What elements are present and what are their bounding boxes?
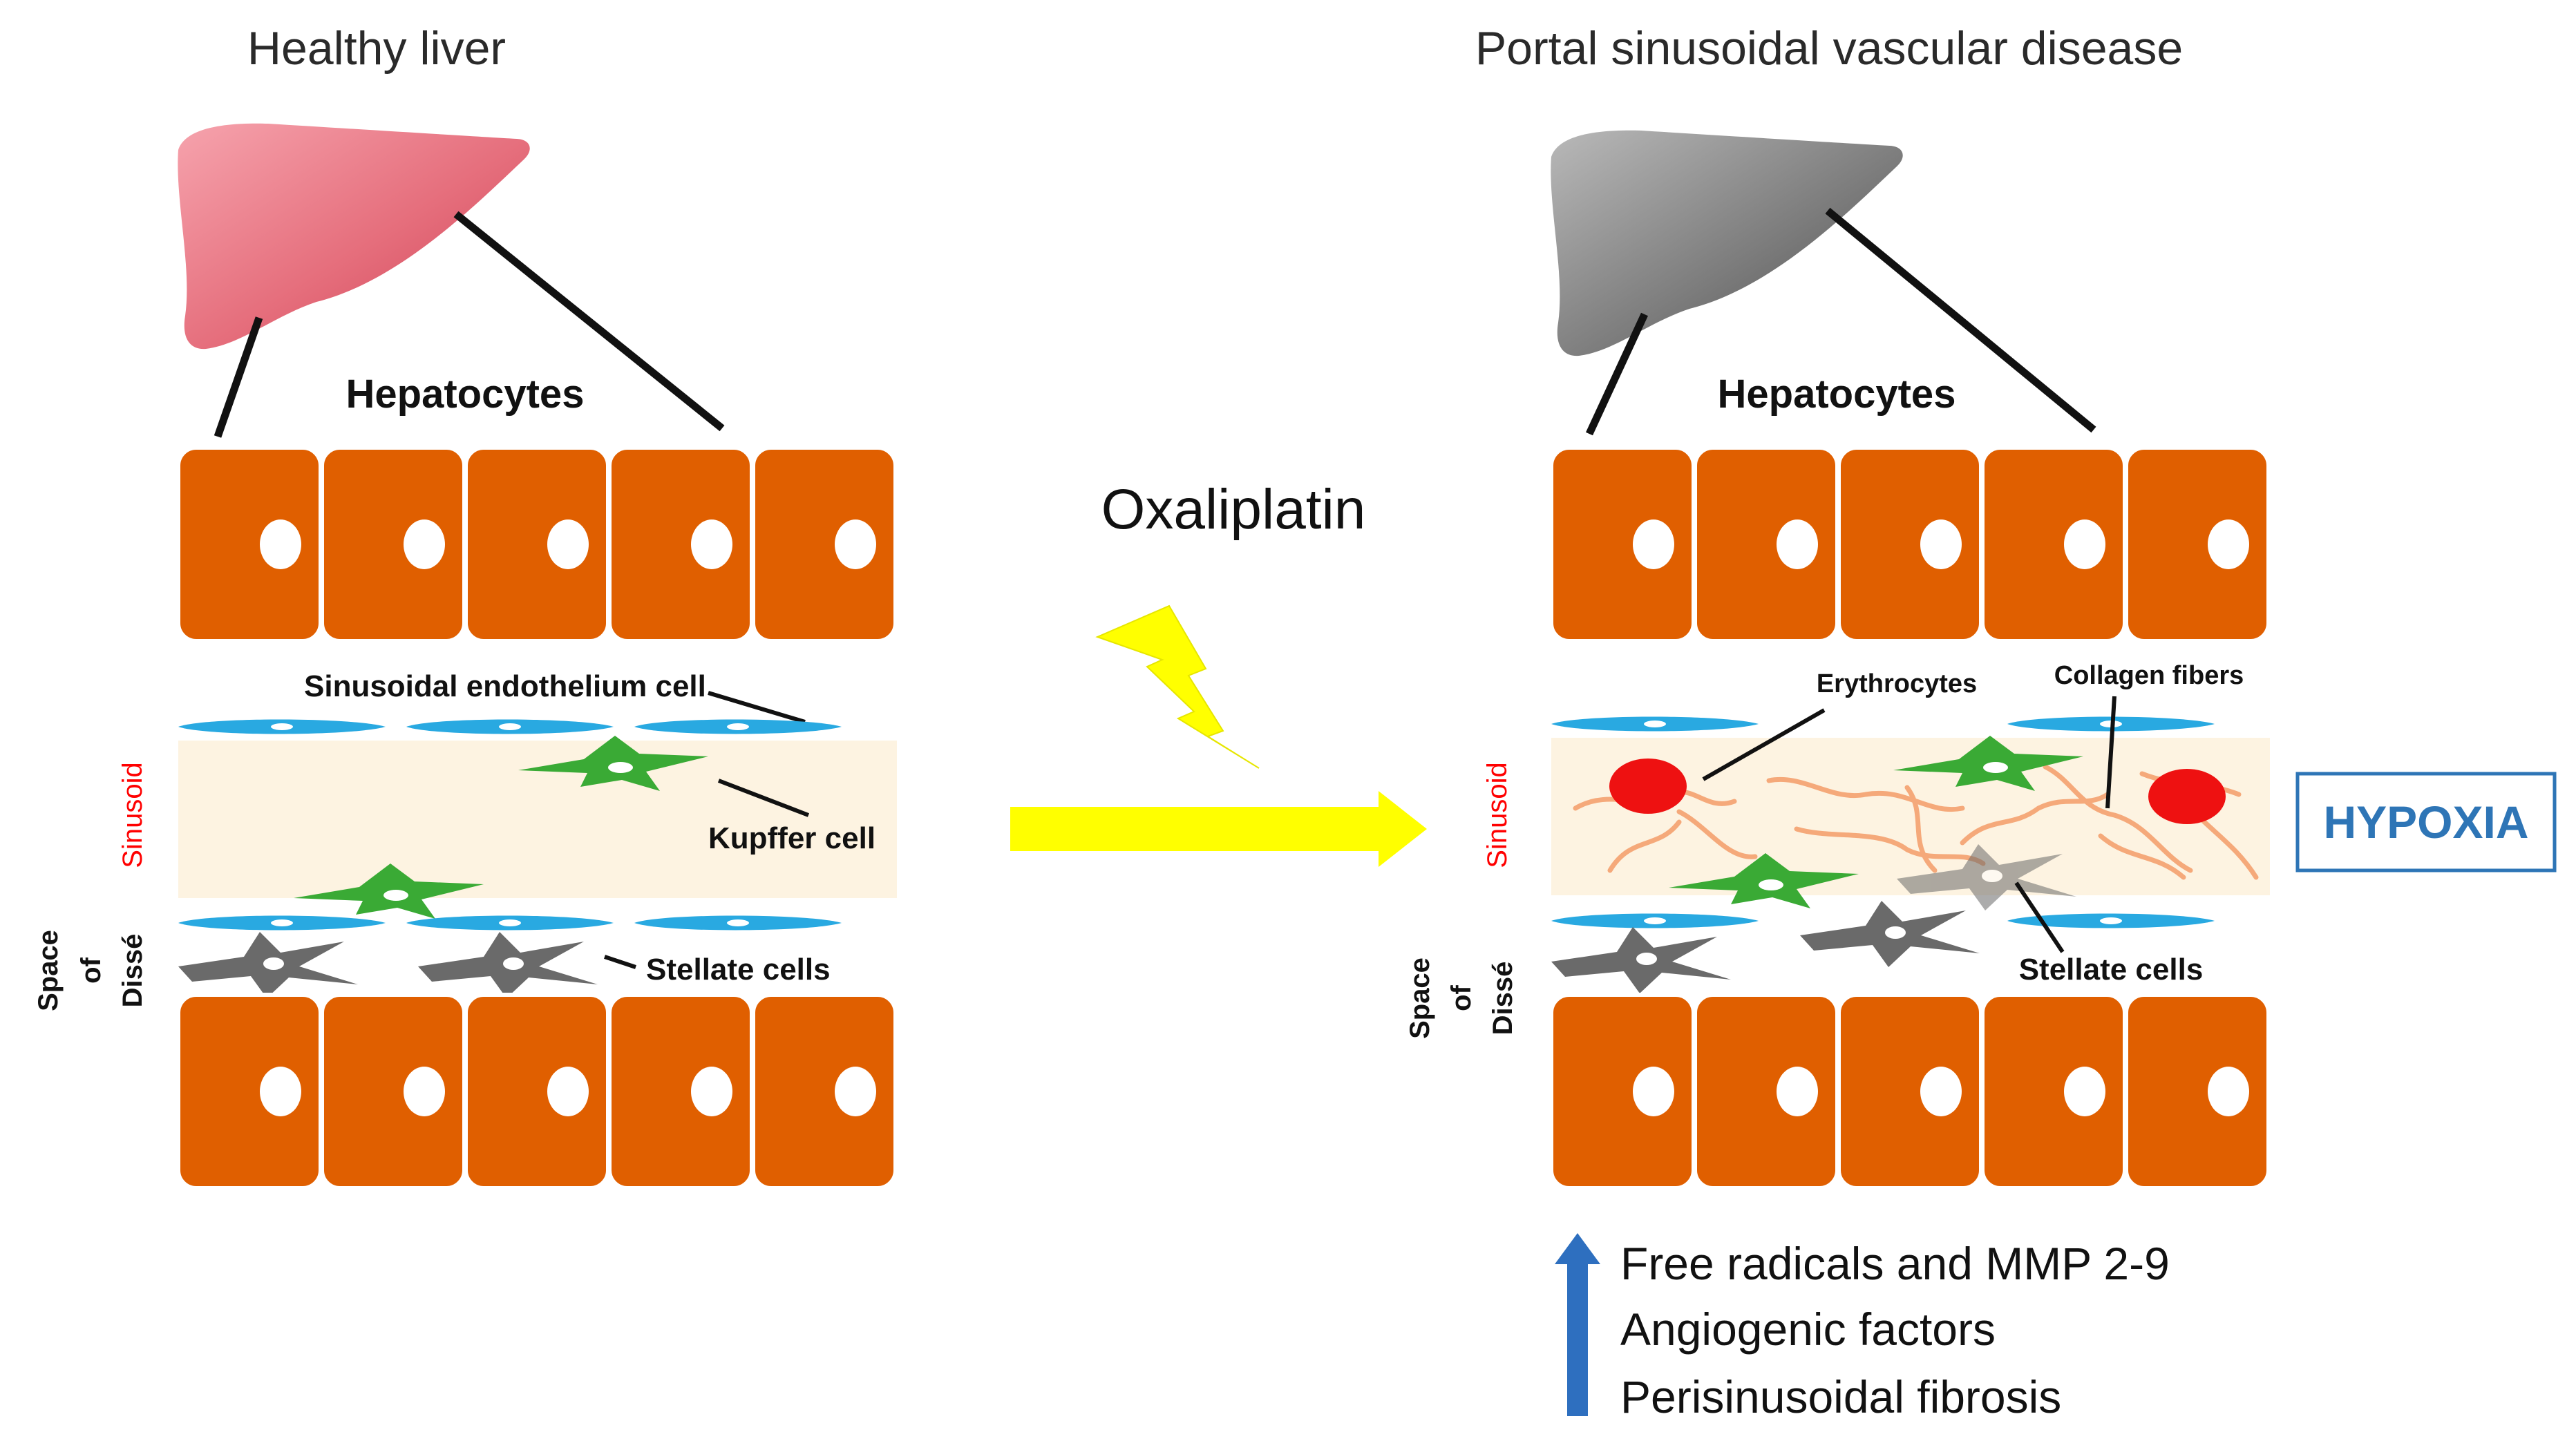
left-endothelium-bottom	[178, 915, 842, 931]
effects-list: Free radicals and MMP 2-9 Angiogenic fac…	[1620, 1238, 2170, 1422]
left-stellate-cell-icon	[178, 932, 358, 998]
left-disse-word-1: Space	[33, 930, 64, 1011]
right-stellate-label: Stellate cells	[2019, 953, 2204, 986]
left-stellate-cell-icon-2	[418, 932, 598, 998]
left-disse-word-3: Dissé	[117, 934, 148, 1008]
right-endothelium-top	[1551, 716, 2215, 732]
left-endothelium-label: Sinusoidal endothelium cell	[304, 669, 706, 703]
up-arrow-icon	[1555, 1233, 1600, 1416]
right-collagen-pointer	[2105, 696, 2116, 809]
effect-item: Angiogenic factors	[1620, 1304, 1996, 1355]
right-title: Portal sinusoidal vascular disease	[1475, 22, 2183, 75]
right-zoom-line-2	[1825, 207, 2096, 433]
left-hepatocyte-row-bottom	[178, 995, 896, 1188]
healthy-liver-icon	[178, 123, 530, 350]
left-stellate-pointer	[604, 955, 636, 969]
left-sinusoid-label: Sinusoid	[117, 762, 148, 868]
diseased-liver-icon	[1551, 130, 1903, 356]
effect-item: Perisinusoidal fibrosis	[1620, 1371, 2061, 1422]
left-endothelium-pointer	[708, 691, 806, 724]
right-erythrocyte-pointer	[1702, 708, 1826, 781]
right-disse-word-3: Dissé	[1488, 962, 1518, 1036]
left-hepatocyte-row-top	[178, 448, 896, 641]
right-erythrocytes-label: Erythrocytes	[1817, 669, 1977, 698]
hypoxia-box	[2295, 772, 2557, 872]
right-stellate-cell-icon	[1551, 927, 1731, 993]
left-endothelium-top	[178, 719, 842, 734]
left-stellate-label: Stellate cells	[646, 953, 831, 986]
left-zoom-line-1	[214, 316, 263, 438]
effect-item: Free radicals and MMP 2-9	[1620, 1238, 2170, 1289]
right-hepatocyte-row-bottom	[1551, 995, 2269, 1188]
right-arrow-icon	[1010, 791, 1427, 867]
right-collagen-label: Collagen fibers	[2054, 661, 2244, 690]
left-disse-word-2: of	[76, 957, 106, 983]
left-kupffer-label: Kupffer cell	[708, 821, 875, 855]
lightning-bolt-icon	[1095, 604, 1260, 769]
right-disse-word-2: of	[1446, 984, 1477, 1011]
right-zoom-line-1	[1586, 312, 1648, 436]
right-disse-label: Space of Dissé	[1405, 957, 1518, 1039]
hypoxia-label: HYPOXIA	[2323, 796, 2528, 848]
right-hepatocyte-row-top	[1551, 448, 2269, 641]
left-disse-label: Space of Dissé	[33, 930, 148, 1011]
left-zoom-line-2	[453, 211, 725, 432]
right-disse-word-1: Space	[1405, 957, 1435, 1039]
drug-label: Oxaliplatin	[1101, 478, 1366, 541]
right-hepatocytes-label: Hepatocytes	[1718, 372, 1956, 417]
left-sinusoid	[178, 741, 897, 898]
left-title: Healthy liver	[247, 22, 506, 75]
right-sinusoid-label: Sinusoid	[1482, 762, 1513, 868]
right-stellate-cell-icon-2	[1800, 901, 1980, 967]
erythrocyte-icon-2	[2148, 769, 2226, 824]
left-hepatocytes-label: Hepatocytes	[346, 372, 585, 417]
left-kupffer-pointer	[717, 779, 810, 817]
erythrocyte-icon	[1609, 759, 1687, 814]
right-stellate-pointer	[2014, 881, 2065, 953]
